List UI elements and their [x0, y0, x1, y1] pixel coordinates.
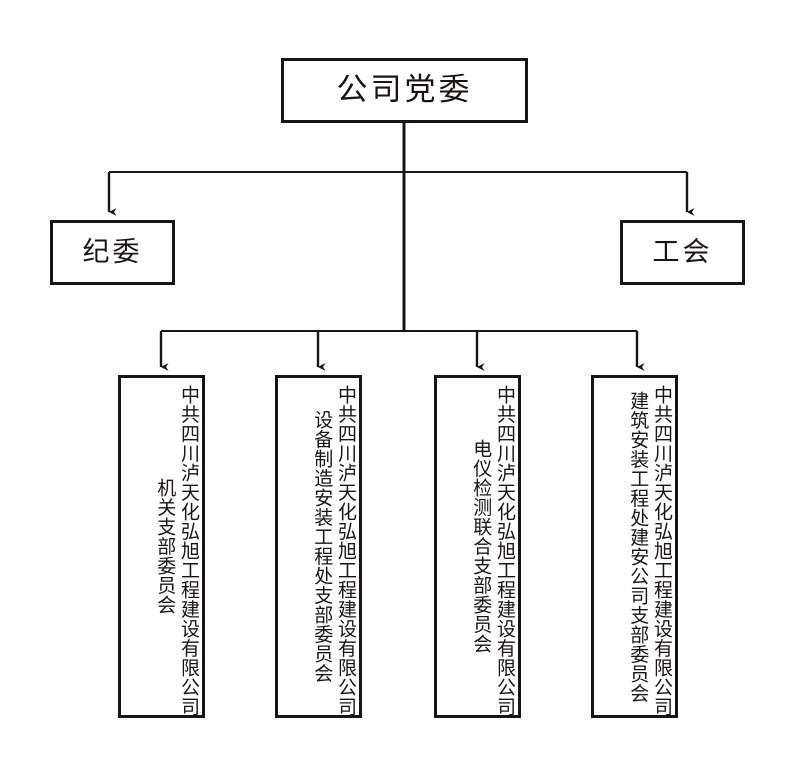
- branch-text-columns: 中共四川泸天化弘旭工程建设有限公司 电仪检测联合支部委员会: [441, 385, 516, 717]
- branch-text-columns: 中共四川泸天化弘旭工程建设有限公司 机关支部委员会: [125, 385, 200, 717]
- node-branch-instrument-testing-branch[interactable]: 中共四川泸天化弘旭工程建设有限公司 电仪检测联合支部委员会: [434, 375, 521, 718]
- node-discipline-commission[interactable]: 纪委: [50, 220, 175, 285]
- branch-company-label: 中共四川泸天化弘旭工程建设有限公司: [651, 385, 673, 717]
- branch-company-label: 中共四川泸天化弘旭工程建设有限公司: [178, 385, 200, 717]
- branch-unit-label: 机关支部委员会: [154, 478, 177, 615]
- node-labor-union-label: 工会: [652, 237, 713, 268]
- node-discipline-commission-label: 纪委: [82, 237, 143, 268]
- node-labor-union[interactable]: 工会: [620, 220, 745, 285]
- node-branch-equipment-manufacturing-branch[interactable]: 中共四川泸天化弘旭工程建设有限公司 设备制造安装工程处支部委员会: [275, 375, 362, 718]
- branch-unit-label: 电仪检测联合支部委员会: [470, 439, 493, 654]
- node-root-label: 公司党委: [336, 72, 473, 108]
- branch-company-label: 中共四川泸天化弘旭工程建设有限公司: [494, 385, 516, 717]
- branch-unit-label: 建筑安装工程处建安公司支部委员会: [627, 390, 650, 703]
- node-branch-construction-installation-branch[interactable]: 中共四川泸天化弘旭工程建设有限公司 建筑安装工程处建安公司支部委员会: [591, 375, 678, 718]
- branch-company-label: 中共四川泸天化弘旭工程建设有限公司: [335, 385, 357, 717]
- node-root-party-committee[interactable]: 公司党委: [281, 58, 528, 123]
- branch-text-columns: 中共四川泸天化弘旭工程建设有限公司 建筑安装工程处建安公司支部委员会: [598, 385, 673, 717]
- node-branch-organ-party-branch[interactable]: 中共四川泸天化弘旭工程建设有限公司 机关支部委员会: [118, 375, 205, 718]
- branch-unit-label: 设备制造安装工程处支部委员会: [311, 410, 334, 683]
- branch-text-columns: 中共四川泸天化弘旭工程建设有限公司 设备制造安装工程处支部委员会: [282, 385, 357, 717]
